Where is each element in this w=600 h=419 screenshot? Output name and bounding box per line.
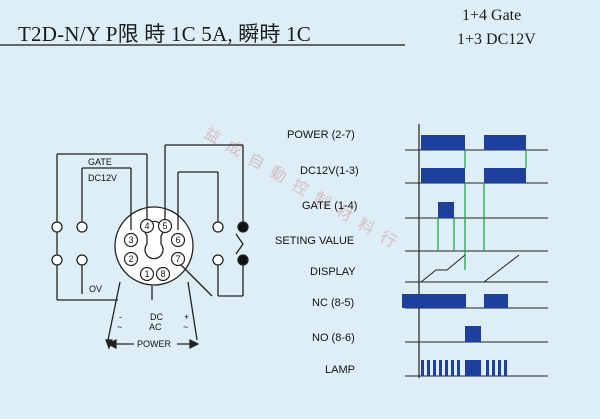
tilde-right-label: ~	[183, 322, 188, 332]
pin-labels: 4 5 3 6 2 7 1 8	[128, 221, 180, 279]
pin-3	[123, 232, 139, 248]
gate-pulse	[438, 202, 454, 218]
dc12v-pulse	[421, 168, 465, 183]
right-to-socket	[177, 261, 213, 297]
contact-outer-lower	[237, 254, 249, 266]
row-label-no: NO (8-6)	[312, 332, 355, 344]
contacts	[51, 221, 249, 266]
pin-5	[157, 218, 173, 234]
row-label-dc12v: DC12V(1-3)	[300, 165, 359, 177]
row-label-nc: NC (8-5)	[312, 297, 354, 309]
nc-pulse	[402, 294, 466, 308]
contact-left-lower	[51, 254, 63, 266]
pin-label: 6	[175, 235, 180, 245]
title-underline	[0, 44, 405, 46]
minus-label: -	[119, 312, 122, 322]
dc12v-pulse	[484, 168, 526, 183]
power-label: POWER	[137, 339, 172, 349]
lamp-bars	[421, 360, 507, 376]
pin-label: 3	[128, 235, 133, 245]
power-leg-right	[187, 281, 198, 341]
note-dc12v: 1+3 DC12V	[457, 31, 536, 48]
pin-label: 2	[128, 254, 133, 264]
contact-gate-upper	[76, 221, 88, 233]
timing-baselines	[405, 149, 548, 377]
contact-outer-upper	[237, 221, 249, 233]
wiring-labels: GATE DC12V OV - + DC ~ ~ AC POWER	[88, 157, 189, 349]
ov-label: OV	[89, 284, 102, 294]
page-title: T2D-N/Y P限 時 1C 5A, 瞬時 1C	[18, 22, 311, 46]
row-label-power: POWER (2-7)	[287, 129, 355, 141]
tilde-left-label: ~	[117, 322, 122, 332]
socket-pins	[123, 218, 186, 282]
pin-label: 5	[162, 221, 167, 231]
plus-label: +	[184, 312, 189, 322]
display-ramps	[420, 254, 520, 283]
row-label-lamp: LAMP	[325, 364, 355, 376]
pin-label: 8	[160, 269, 165, 279]
pin-8	[155, 266, 171, 282]
pin-label: 4	[144, 221, 149, 231]
dc-label: DC	[150, 312, 163, 322]
wiring-diagram	[56, 144, 244, 341]
power-pulse	[421, 135, 465, 150]
row-label-setting: SETING VALUE	[275, 235, 354, 247]
ac-label: AC	[149, 322, 162, 332]
row-label-gate: GATE (1-4)	[302, 200, 357, 212]
pin-2	[123, 251, 139, 267]
power-arrow	[105, 339, 200, 350]
pin-6	[170, 232, 186, 248]
power-pulse	[484, 135, 526, 150]
pin-label: 1	[144, 269, 149, 279]
row-label-display: DISPLAY	[310, 266, 356, 278]
contact-right-upper	[212, 221, 224, 233]
no-pulse	[465, 326, 481, 342]
timing-row-labels: POWER (2-7) DC12V(1-3) GATE (1-4) SETING…	[275, 129, 359, 376]
note-gate: 1+4 Gate	[462, 7, 522, 24]
pin-4	[139, 218, 155, 234]
pin-7	[170, 251, 186, 267]
timing-chart	[402, 124, 548, 378]
dc12v-label: DC12V	[88, 173, 117, 183]
switch-arrow	[235, 233, 244, 255]
contact-left-upper	[51, 221, 63, 233]
timing-pulses	[402, 135, 526, 342]
contact-gate-lower	[76, 254, 88, 266]
power-leg-left	[107, 281, 121, 341]
pin-label: 7	[175, 254, 180, 264]
pin-1	[139, 266, 155, 282]
nc-pulse	[484, 294, 508, 308]
contact-right-lower	[212, 254, 224, 266]
gate-label: GATE	[88, 157, 112, 167]
